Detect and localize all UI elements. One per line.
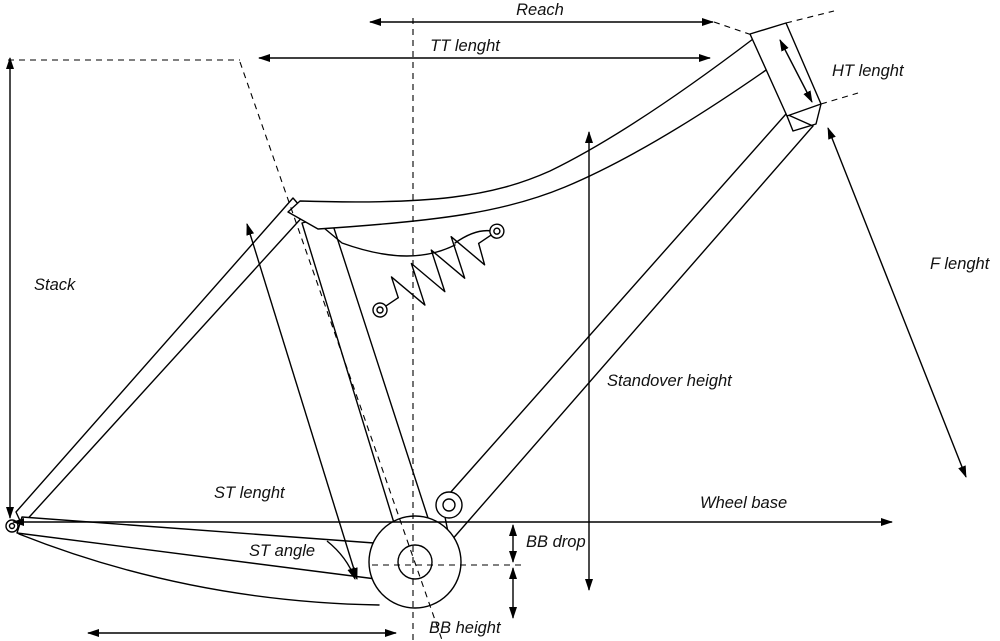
seat-stay	[15, 197, 307, 526]
headtube-top-extension	[785, 10, 835, 24]
f-length-arrow	[827, 127, 967, 478]
chain-stay	[16, 516, 377, 580]
label-reach: Reach	[516, 1, 564, 19]
label-bb-drop: BB drop	[526, 533, 586, 551]
st-angle-arc	[326, 540, 356, 580]
dimension-labels: Reach TT lenght HT lenght Stack F lenght…	[34, 1, 991, 637]
label-bb-height: BB height	[429, 619, 502, 637]
down-tube	[441, 113, 814, 543]
shock-absorber	[372, 223, 505, 318]
label-wheel-base: Wheel base	[700, 494, 787, 512]
rear-axle	[8, 522, 16, 530]
head-tube-collar	[786, 103, 822, 132]
label-standover-height: Standover height	[607, 372, 733, 390]
label-ht-length: HT lenght	[832, 62, 905, 80]
reach-headtube-reference	[713, 21, 753, 36]
coil-spring	[390, 235, 486, 306]
chain-stay-far	[18, 533, 380, 606]
label-st-length: ST lenght	[214, 484, 286, 502]
reference-lines	[8, 10, 859, 641]
seat-tube-axis	[239, 61, 443, 641]
pivot-bearing-bolt	[442, 498, 456, 512]
headtube-bottom-extension	[820, 92, 859, 105]
label-f-length: F lenght	[930, 255, 991, 273]
seat-tube	[301, 215, 429, 524]
shock-eye-lower-bolt	[376, 306, 384, 314]
ht-length-arrow	[779, 39, 813, 103]
label-stack: Stack	[34, 276, 76, 294]
label-st-angle: ST angle	[249, 542, 315, 560]
label-tt-length: TT lenght	[430, 37, 501, 55]
top-tube	[287, 38, 770, 230]
shock-eye-upper-bolt	[493, 227, 501, 235]
dimension-arrows	[6, 18, 967, 637]
shock-body	[385, 234, 492, 307]
